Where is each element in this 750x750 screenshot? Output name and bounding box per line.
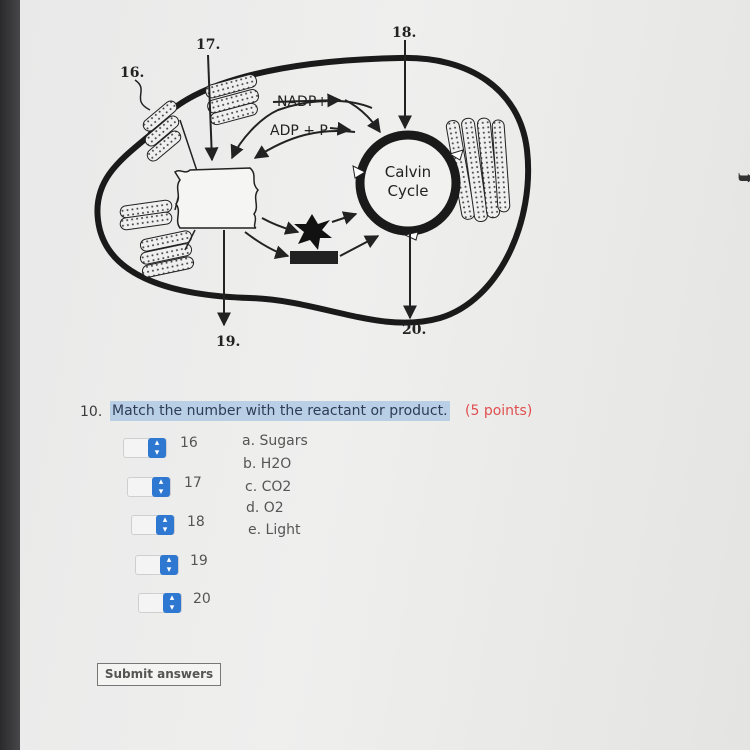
calvin-cycle-line1: Calvin xyxy=(385,163,431,181)
quiz-page xyxy=(20,0,750,750)
select-17[interactable]: ▴▾ xyxy=(127,477,171,497)
select-label-20: 20 xyxy=(193,591,211,607)
label-16: 16. xyxy=(120,65,144,81)
mouse-cursor-icon: ⮩ xyxy=(738,168,750,189)
thylakoid-stack-right xyxy=(445,117,511,223)
updown-chevron-icon: ▴▾ xyxy=(160,555,178,575)
chloroplast-membrane xyxy=(94,54,532,326)
select-label-18: 18 xyxy=(187,514,205,530)
energy-carrier-box xyxy=(290,251,338,264)
question-points: (5 points) xyxy=(465,403,533,419)
label-20: 20. xyxy=(402,322,426,338)
option-d: d. O2 xyxy=(246,500,284,516)
label-18: 18. xyxy=(392,25,416,41)
updown-chevron-icon: ▴▾ xyxy=(163,593,181,613)
updown-chevron-icon: ▴▾ xyxy=(148,438,166,458)
option-e: e. Light xyxy=(248,522,301,538)
updown-chevron-icon: ▴▾ xyxy=(156,515,174,535)
thylakoid-reaction-box xyxy=(174,167,259,229)
label-17: 17. xyxy=(196,37,220,53)
select-20[interactable]: ▴▾ xyxy=(138,593,182,613)
updown-chevron-icon: ▴▾ xyxy=(152,477,170,497)
label-adp: ADP + P xyxy=(270,123,328,139)
question-text: Match the number with the reactant or pr… xyxy=(110,401,450,421)
light-burst xyxy=(294,214,332,250)
calvin-cycle-ring xyxy=(355,130,461,236)
select-label-19: 19 xyxy=(190,553,208,569)
label-nadp: NADP+ xyxy=(277,94,328,110)
chloroplast-diagram: Calvin Cycle 16. 17. 18. 19. 20. NADP+ A… xyxy=(94,25,532,350)
thylakoid-stacks-left xyxy=(119,74,260,278)
select-19[interactable]: ▴▾ xyxy=(135,555,179,575)
option-a: a. Sugars xyxy=(242,433,308,449)
option-b: b. H2O xyxy=(243,456,292,472)
monitor-bezel xyxy=(0,0,22,750)
select-label-16: 16 xyxy=(180,435,198,451)
select-16[interactable]: ▴▾ xyxy=(123,438,167,458)
calvin-cycle-line2: Cycle xyxy=(388,182,429,200)
label-19: 19. xyxy=(216,334,240,350)
submit-answers-button[interactable]: Submit answers xyxy=(97,663,221,686)
option-c: c. CO2 xyxy=(245,479,292,495)
select-label-17: 17 xyxy=(184,475,202,491)
select-18[interactable]: ▴▾ xyxy=(131,515,175,535)
question-number: 10. xyxy=(80,404,103,420)
